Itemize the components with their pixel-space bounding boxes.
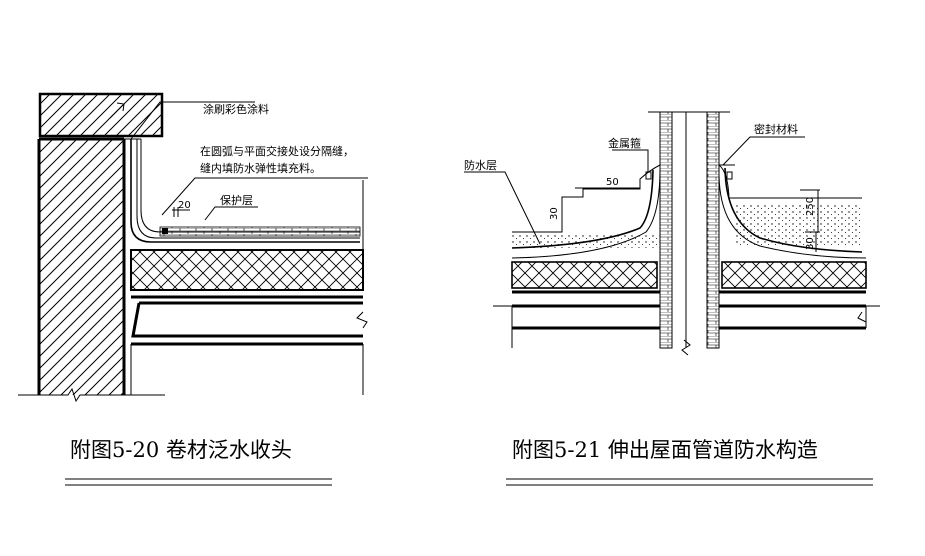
figure-5-21: 防水层 金属箍 密封材料 50 30 250 30 附图5-21 伸出屋面管道防… [464,111,880,486]
insulation-layer [130,249,364,291]
figure-5-20: 涂刷彩色涂料 在圆弧与平面交接处设分隔缝， 缝内填防水弹性填充料。 保护层 20… [18,92,368,486]
dimension-lines [561,187,820,252]
leaders-right [464,136,805,245]
label-gap-line2: 缝内填防水弹性填充料。 [200,161,321,175]
label-seal: 密封材料 [754,122,798,136]
right-side-layers [718,164,880,330]
coping-block [38,92,164,138]
caption-left: 附图5-20 卷材泛水收头 [70,438,292,462]
label-waterproof: 防水层 [464,158,497,172]
label-coating: 涂刷彩色涂料 [203,102,269,116]
dim-250: 250 [805,197,816,216]
parapet-wall [37,137,126,395]
caption-right-underline [506,478,873,486]
dim-30-left: 30 [549,207,560,220]
label-protect: 保护层 [220,193,253,207]
roof-slab [130,180,368,395]
left-side-layers [493,164,661,348]
dim-30-right: 30 [805,237,816,250]
label-gap-line1: 在圆弧与平面交接处设分隔缝， [200,144,354,158]
flashing-membrane [124,138,361,243]
caption-right: 附图5-21 伸出屋面管道防水构造 [512,438,818,462]
dim-50: 50 [606,177,619,188]
caption-left-underline [65,478,332,486]
label-metal-hoop: 金属箍 [608,136,641,150]
bottom-line [18,387,165,403]
leaders-left [130,101,368,221]
dim-20: 20 [178,200,191,211]
pipe [648,111,730,356]
